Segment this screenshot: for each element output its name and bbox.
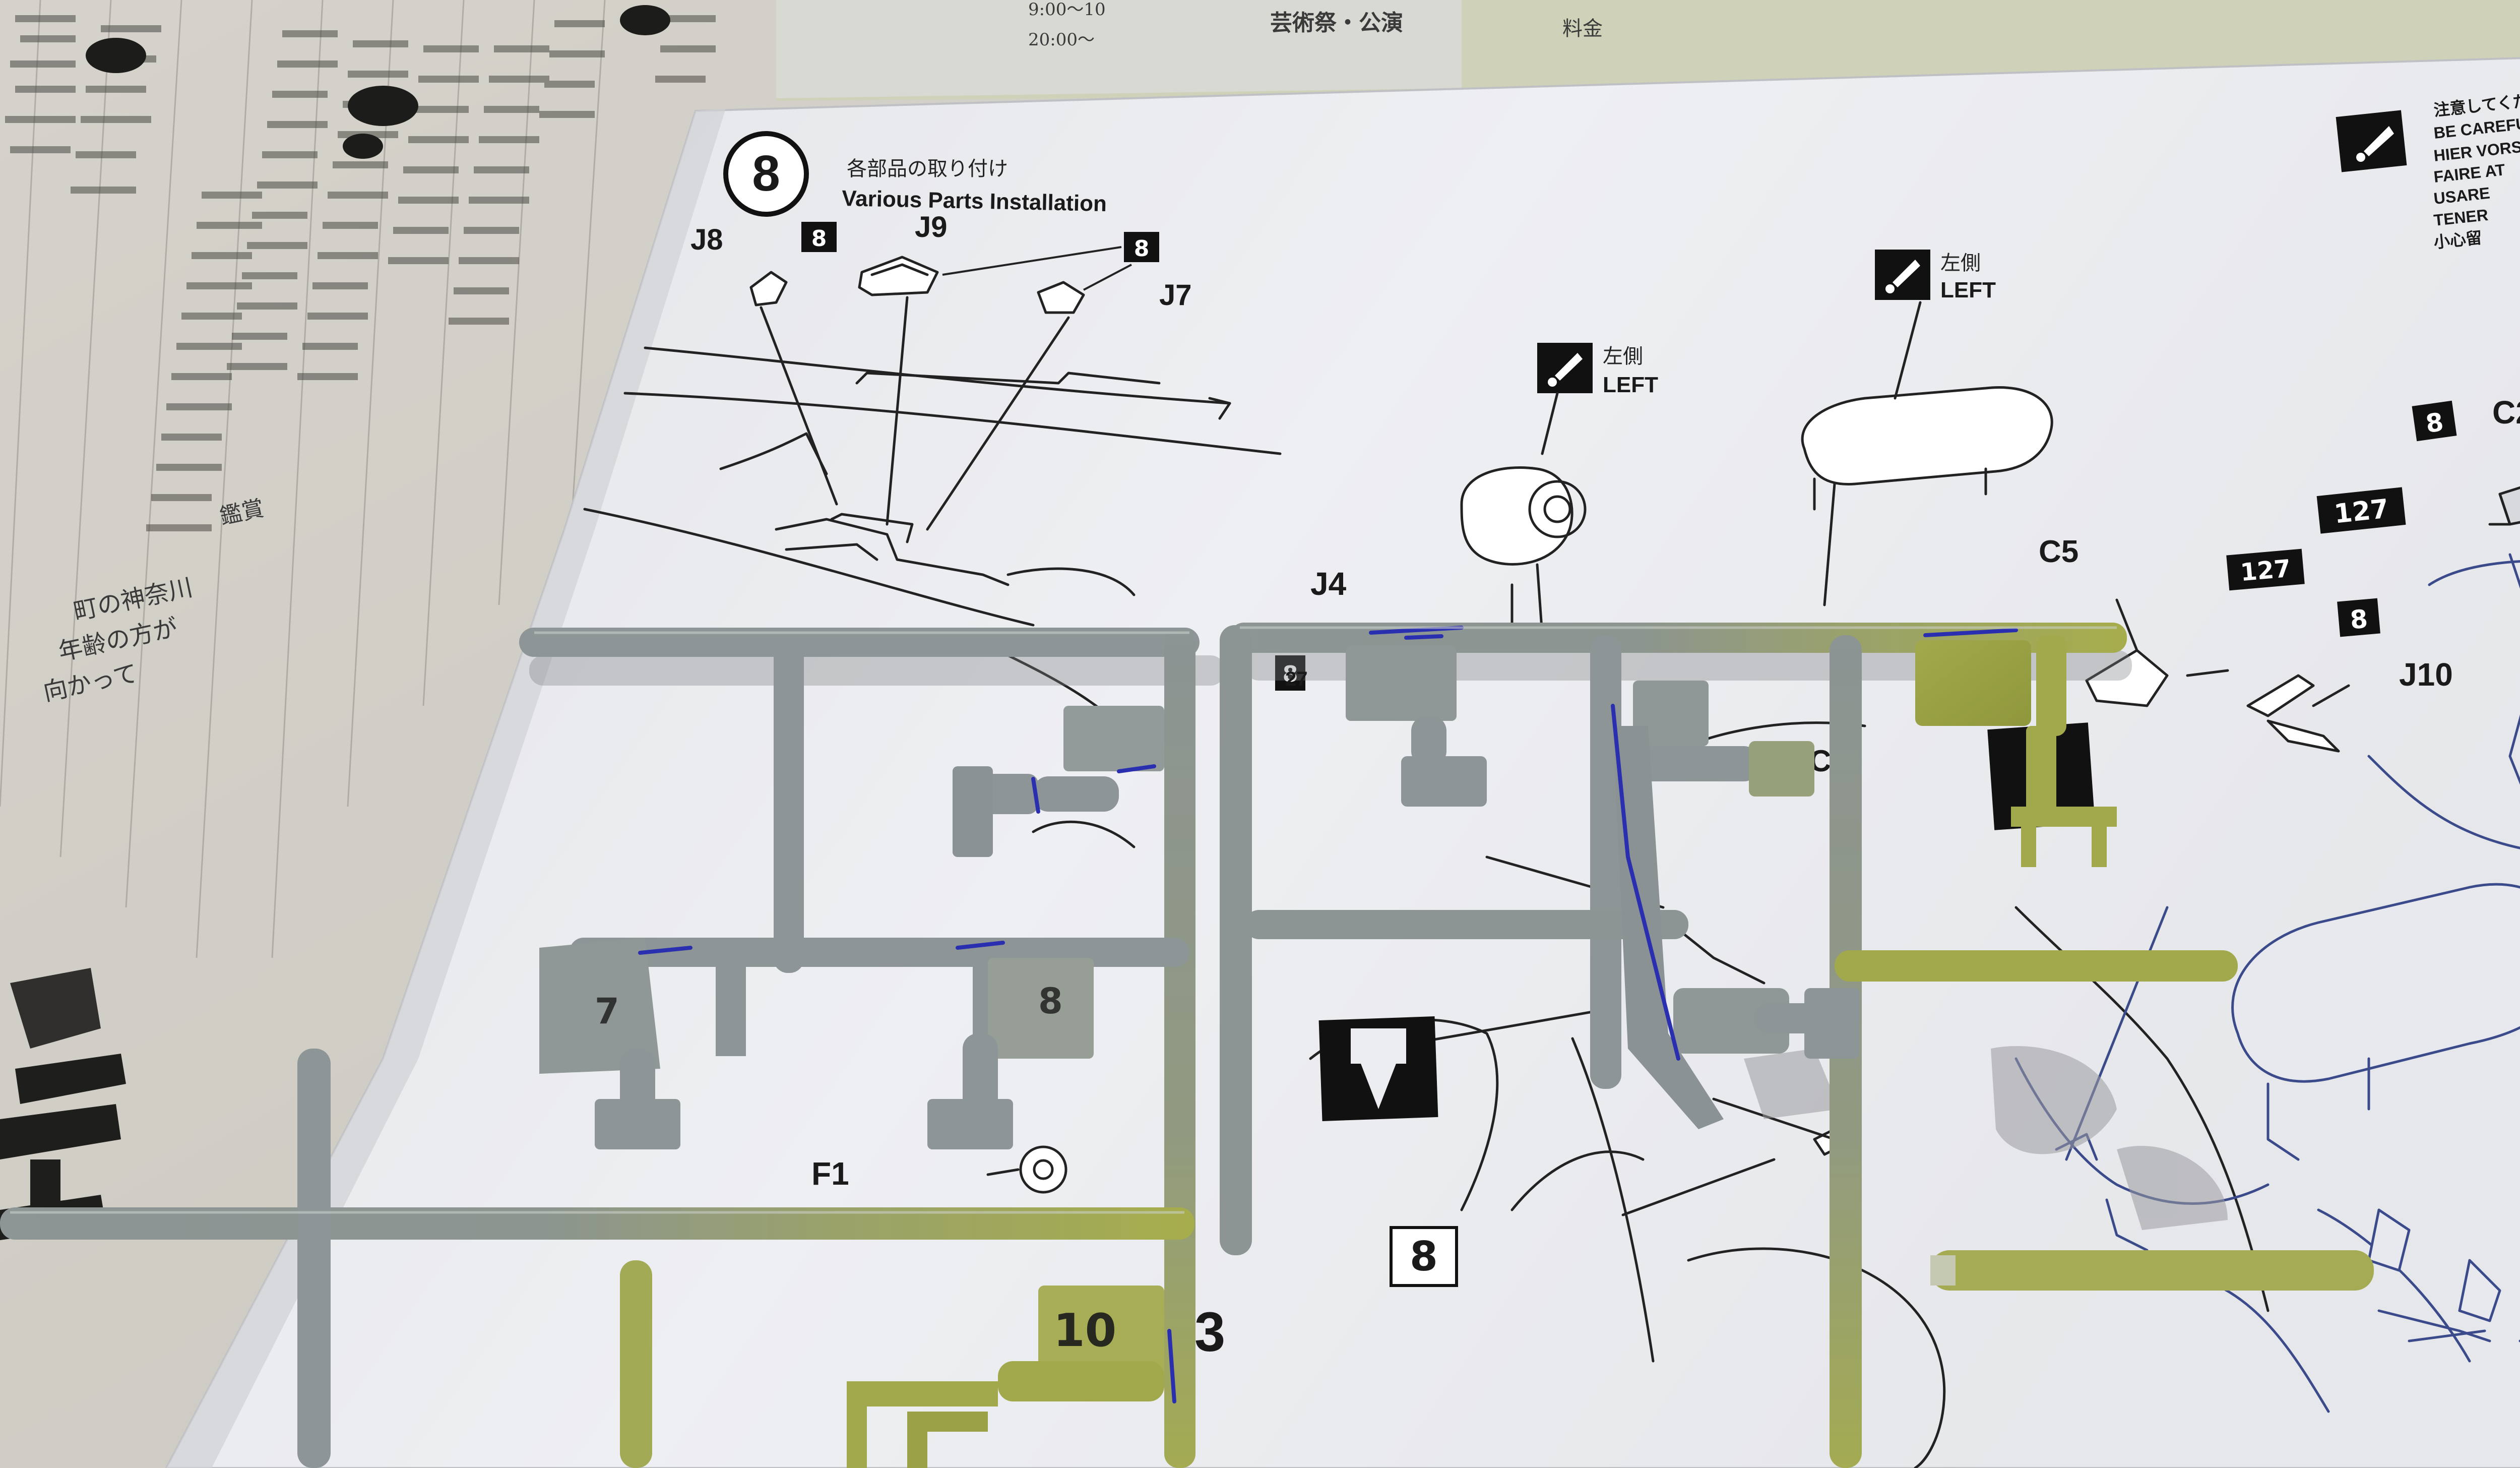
color-code-j8: 8 [811,226,827,252]
newspaper-snippet-3: 芸術祭・公演 [1270,10,1403,36]
color-code-bottom: 8 [1410,1233,1438,1280]
step-header: 8 各部品の取り付け Various Parts Installation [723,131,1107,217]
caution-icon [2336,110,2407,172]
sprue-part-3 [1633,681,1814,797]
sprue-part-angled [1613,726,1860,1129]
step-title-en: Various Parts Installation [842,186,1107,216]
sprue-part-4 [953,706,1164,857]
left-label-en-2: LEFT [1940,278,1996,302]
sprue-part-green-bracket [1915,635,2117,867]
color-box-j8 [801,222,837,252]
newspaper-text-blocks [5,15,716,531]
part-label-c5: C5 [2039,534,2078,569]
sprue-number-3: 3 [1194,1301,1225,1363]
sprue-runner-top-right [1230,623,2127,653]
step-number-badge [723,131,809,217]
color-code-c2: 8 [2424,407,2445,439]
newspaper-snippet-2: 20:00～ [1028,30,1095,50]
color-box-127-c2 [2316,487,2406,534]
color-code-j10: 8 [2349,604,2369,635]
sprue-runner-middle-right [1245,910,1688,939]
sprue-runner-vertical-3 [1220,625,1252,1255]
sprue-runner-arm-right [1835,950,2238,982]
part-label-j8: J8 [690,223,723,256]
sprue-tag-27: 27 [1285,668,1308,690]
left-label-en-1: LEFT [1603,373,1658,397]
sprue-part-8: 8 [927,958,1094,1149]
left-marker-1: 左側 LEFT [1537,343,1658,397]
color-code-127-c5: 127 [2239,555,2292,587]
color-code-127-c2: 127 [2333,494,2390,529]
sprue-runner-vertical-4 [1590,635,1621,1089]
plastic-sprue: 7 8 10 3 [0,623,2374,1468]
color-box-c2 [2412,400,2457,442]
sprue-part-7: 7 [539,938,680,1149]
sprue-part-10: 10 [847,1286,1164,1468]
newspaper-snippet-1: 9:00～10 [1028,0,1106,20]
step-title-jp: 各部品の取り付け [847,157,1008,180]
guide-icon [1318,1016,1438,1121]
sprue-runner-vertical-2 [1164,630,1195,1468]
part-label-j10: J10 [2399,656,2453,693]
step-number: 8 [752,145,780,202]
newspaper-columns-left [0,0,606,958]
newspaper-snippet-8: 料金 [1562,17,1603,40]
sprue-runner-top-left [519,628,1200,657]
sprue-number-7: 7 [595,991,619,1032]
blue-line-art [2014,553,2520,1413]
instruction-line-art [583,256,2520,1468]
part-label-j9: J9 [915,211,948,243]
color-box-j4-side [1275,655,1305,691]
part-label-c2: C2 [2492,394,2520,431]
part-label-j4: J4 [1310,566,1347,602]
left-marker-2: 左側 LEFT [1875,250,1996,302]
sprue-runner-vertical-1 [774,640,804,973]
color-code-j4-side: 8 [1283,661,1298,687]
part-labels: J8 J9 J7 J4 C5 C2 J10 F1 C [690,211,2520,1192]
left-label-jp-2: 左側 [1940,252,1981,275]
sprue-runner-vertical-0 [297,1049,331,1468]
sprue-number-8: 8 [1038,981,1063,1022]
color-code-boxes: 8 8 8 127 127 8 8 8 [801,222,2457,1287]
newspaper-photo-blobs [86,5,670,159]
color-box-127-c5 [2226,548,2305,591]
sprue-runner-bottom-right [1930,1250,2374,1291]
shaded-area [1744,1046,2228,1230]
part-label-j7: J7 [1159,279,1192,312]
color-box-j10 [2337,598,2380,637]
sprue-number-10: 10 [1053,1304,1116,1357]
color-code-j9j7: 8 [1134,236,1150,262]
newspaper-top-middle [776,0,1462,98]
color-box-j9j7 [1124,232,1159,262]
part-label-f1: F1 [811,1155,849,1192]
color-box-bottom [1390,1226,1458,1287]
sprue-part-j4 [1346,645,1487,807]
left-label-jp-1: 左側 [1603,345,1643,368]
sheet-edge-shadow [166,108,726,1468]
